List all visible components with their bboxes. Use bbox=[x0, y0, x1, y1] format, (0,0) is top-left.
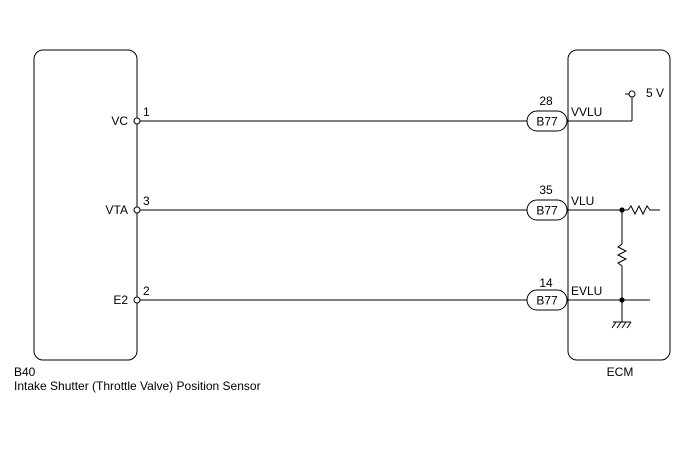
sensor-box bbox=[33, 49, 138, 361]
ecm-terminal-vvlu: VVLU bbox=[571, 105, 602, 119]
bias-resistor-icon bbox=[616, 243, 628, 267]
ecm-terminal-vlu: VLU bbox=[571, 194, 594, 208]
ecm-terminal-evlu: EVLU bbox=[571, 284, 602, 298]
pullup-resistor-icon bbox=[627, 204, 660, 216]
ground-icon bbox=[611, 321, 632, 329]
sensor-pin-1-icon bbox=[133, 117, 141, 125]
connector-label-2: B77 bbox=[536, 204, 558, 218]
sensor-terminal-vta: VTA bbox=[106, 203, 128, 217]
sensor-pin-2-icon bbox=[133, 296, 141, 304]
sensor-terminal-e2: E2 bbox=[113, 293, 128, 307]
ecm-pin-number-14: 14 bbox=[539, 276, 553, 290]
sensor-terminal-vc: VC bbox=[111, 114, 128, 128]
sensor-pin-number-3: 3 bbox=[143, 194, 150, 208]
ecm-label: ECM bbox=[607, 365, 634, 379]
connector-label-1: B77 bbox=[536, 115, 558, 129]
sensor-pin-3-icon bbox=[133, 206, 141, 214]
ecm-pin-number-35: 35 bbox=[539, 183, 553, 197]
ecm-pin-number-28: 28 bbox=[539, 94, 553, 108]
sensor-pin-number-2: 2 bbox=[143, 284, 150, 298]
sensor-code: B40 bbox=[14, 365, 36, 379]
ecm-box bbox=[567, 49, 671, 361]
sensor-pin-number-1: 1 bbox=[143, 105, 150, 119]
connector-label-3: B77 bbox=[536, 294, 558, 308]
supply-terminal-icon bbox=[628, 90, 636, 98]
supply-voltage-label: 5 V bbox=[646, 86, 664, 100]
sensor-name: Intake Shutter (Throttle Valve) Position… bbox=[14, 379, 261, 393]
